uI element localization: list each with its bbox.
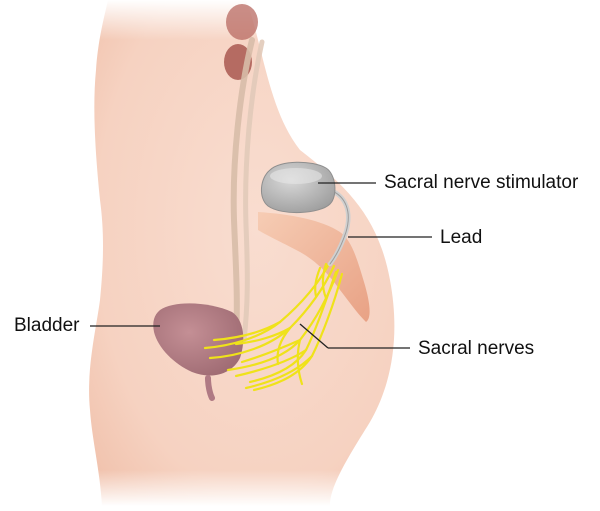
bottom-fade — [80, 470, 380, 506]
label-sacral-nerve-stimulator: Sacral nerve stimulator — [384, 173, 578, 192]
label-sacral-nerves: Sacral nerves — [418, 339, 534, 358]
stimulator-header — [270, 168, 322, 184]
label-lead: Lead — [440, 228, 482, 247]
label-bladder: Bladder — [14, 316, 80, 335]
kidney-upper — [226, 4, 258, 40]
